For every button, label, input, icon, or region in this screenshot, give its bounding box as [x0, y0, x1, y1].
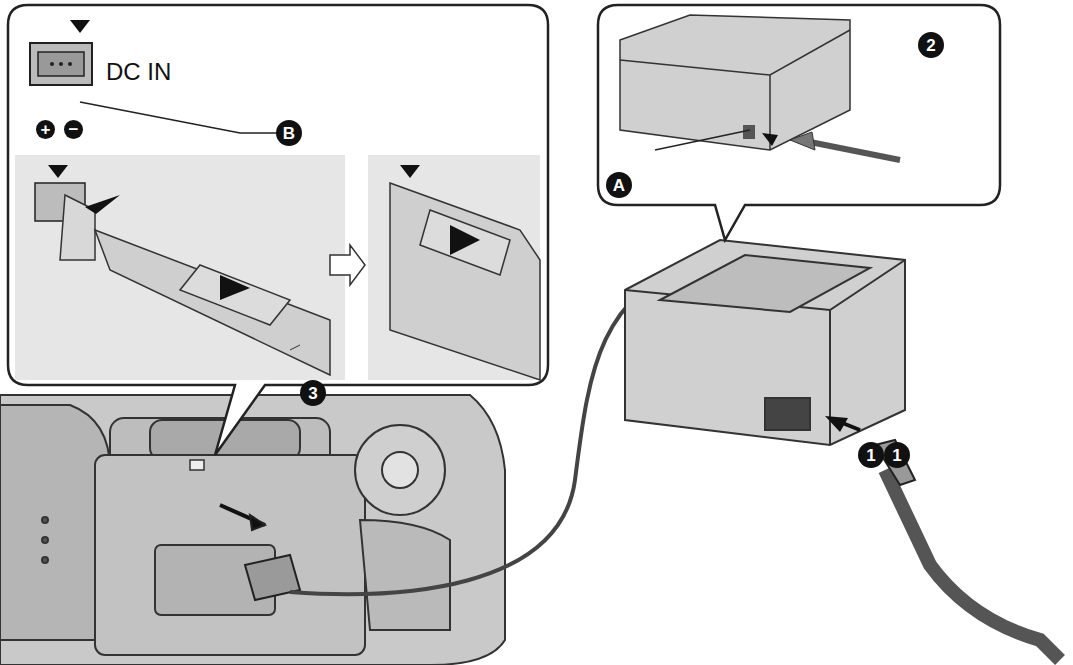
callout-number: 1	[858, 442, 884, 468]
polarity-mark: −	[64, 120, 83, 139]
camcorder	[0, 395, 505, 665]
polarity-mark: +	[36, 120, 55, 139]
callout-bubble	[598, 5, 1000, 240]
charger	[625, 240, 905, 445]
part-letter: A	[606, 172, 632, 198]
callout-number: 1	[884, 442, 910, 468]
port-label: DC IN	[106, 60, 171, 84]
power-cord	[825, 416, 1060, 660]
dc-plug	[220, 505, 300, 600]
part-letter: B	[276, 120, 302, 146]
callout-number: 2	[918, 32, 944, 58]
callout-bubble	[8, 5, 548, 455]
callout-number: 3	[300, 380, 326, 406]
